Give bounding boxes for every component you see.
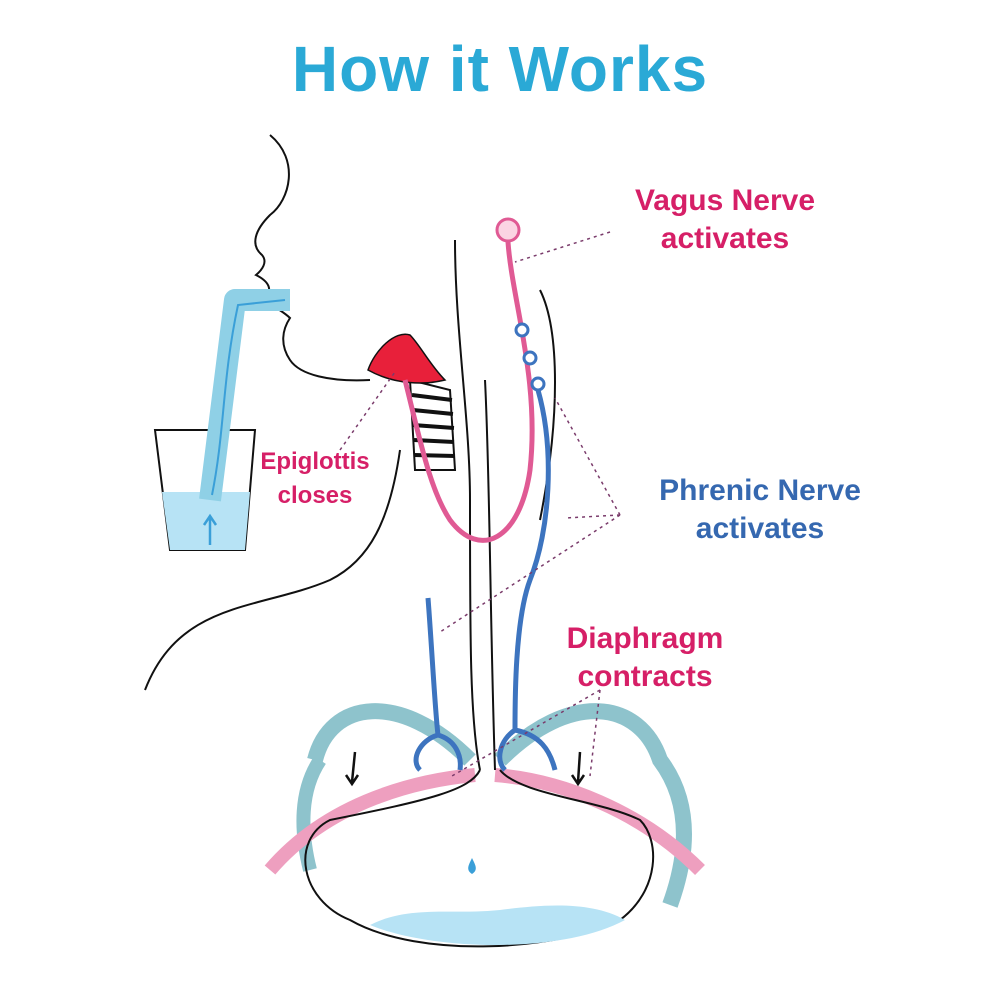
esophagus-left [454, 239, 481, 771]
arrow-down-right-icon [570, 751, 586, 787]
arrow-down-left-icon [344, 751, 360, 787]
arrow-up-icon [202, 513, 218, 545]
straw [199, 289, 290, 502]
epiglottis-shape [367, 333, 447, 384]
phrenic-node-1 [514, 322, 530, 338]
diaphragm-label-line1: Diaphragm [566, 622, 724, 655]
phrenic-label-line2: activates [695, 512, 825, 545]
diaphragm-label: Diaphragm contracts [540, 620, 750, 696]
phrenic-nerve-label: Phrenic Nerve activates [630, 472, 890, 548]
left-rib-arc [307, 703, 476, 766]
phrenic-node-3 [530, 376, 546, 392]
left-rib-lower [296, 756, 326, 872]
diaphragm-left [264, 768, 476, 875]
face-outline [254, 134, 371, 382]
water-drop-icon [468, 858, 476, 874]
stomach-water [370, 905, 625, 945]
phrenic-nerve-left [413, 597, 463, 772]
esophagus-right [484, 379, 496, 771]
right-rib-arc [494, 703, 692, 908]
epiglottis-label-line1: Epiglottis [260, 448, 370, 475]
epiglottis-label: Epiglottis closes [250, 445, 380, 513]
phrenic-node-2 [522, 350, 538, 366]
phrenic-label-line1: Phrenic Nerve [659, 474, 861, 507]
vagus-nerve-label: Vagus Nerve activates [600, 182, 850, 258]
vagus-origin-node [495, 217, 521, 243]
pointer-lines [339, 231, 621, 777]
straw-inner-line [211, 299, 286, 496]
diagram-title: How it Works [291, 33, 709, 105]
vagus-label-line2: activates [660, 222, 790, 255]
epiglottis-label-line2: closes [277, 482, 353, 509]
diaphragm-label-line2: contracts [577, 660, 713, 693]
diaphragm-right [494, 768, 705, 875]
vagus-label-line1: Vagus Nerve [634, 184, 816, 217]
chin-neck-outline [144, 449, 401, 691]
phrenic-nerve-right [497, 389, 558, 772]
stomach-outline [304, 769, 655, 948]
